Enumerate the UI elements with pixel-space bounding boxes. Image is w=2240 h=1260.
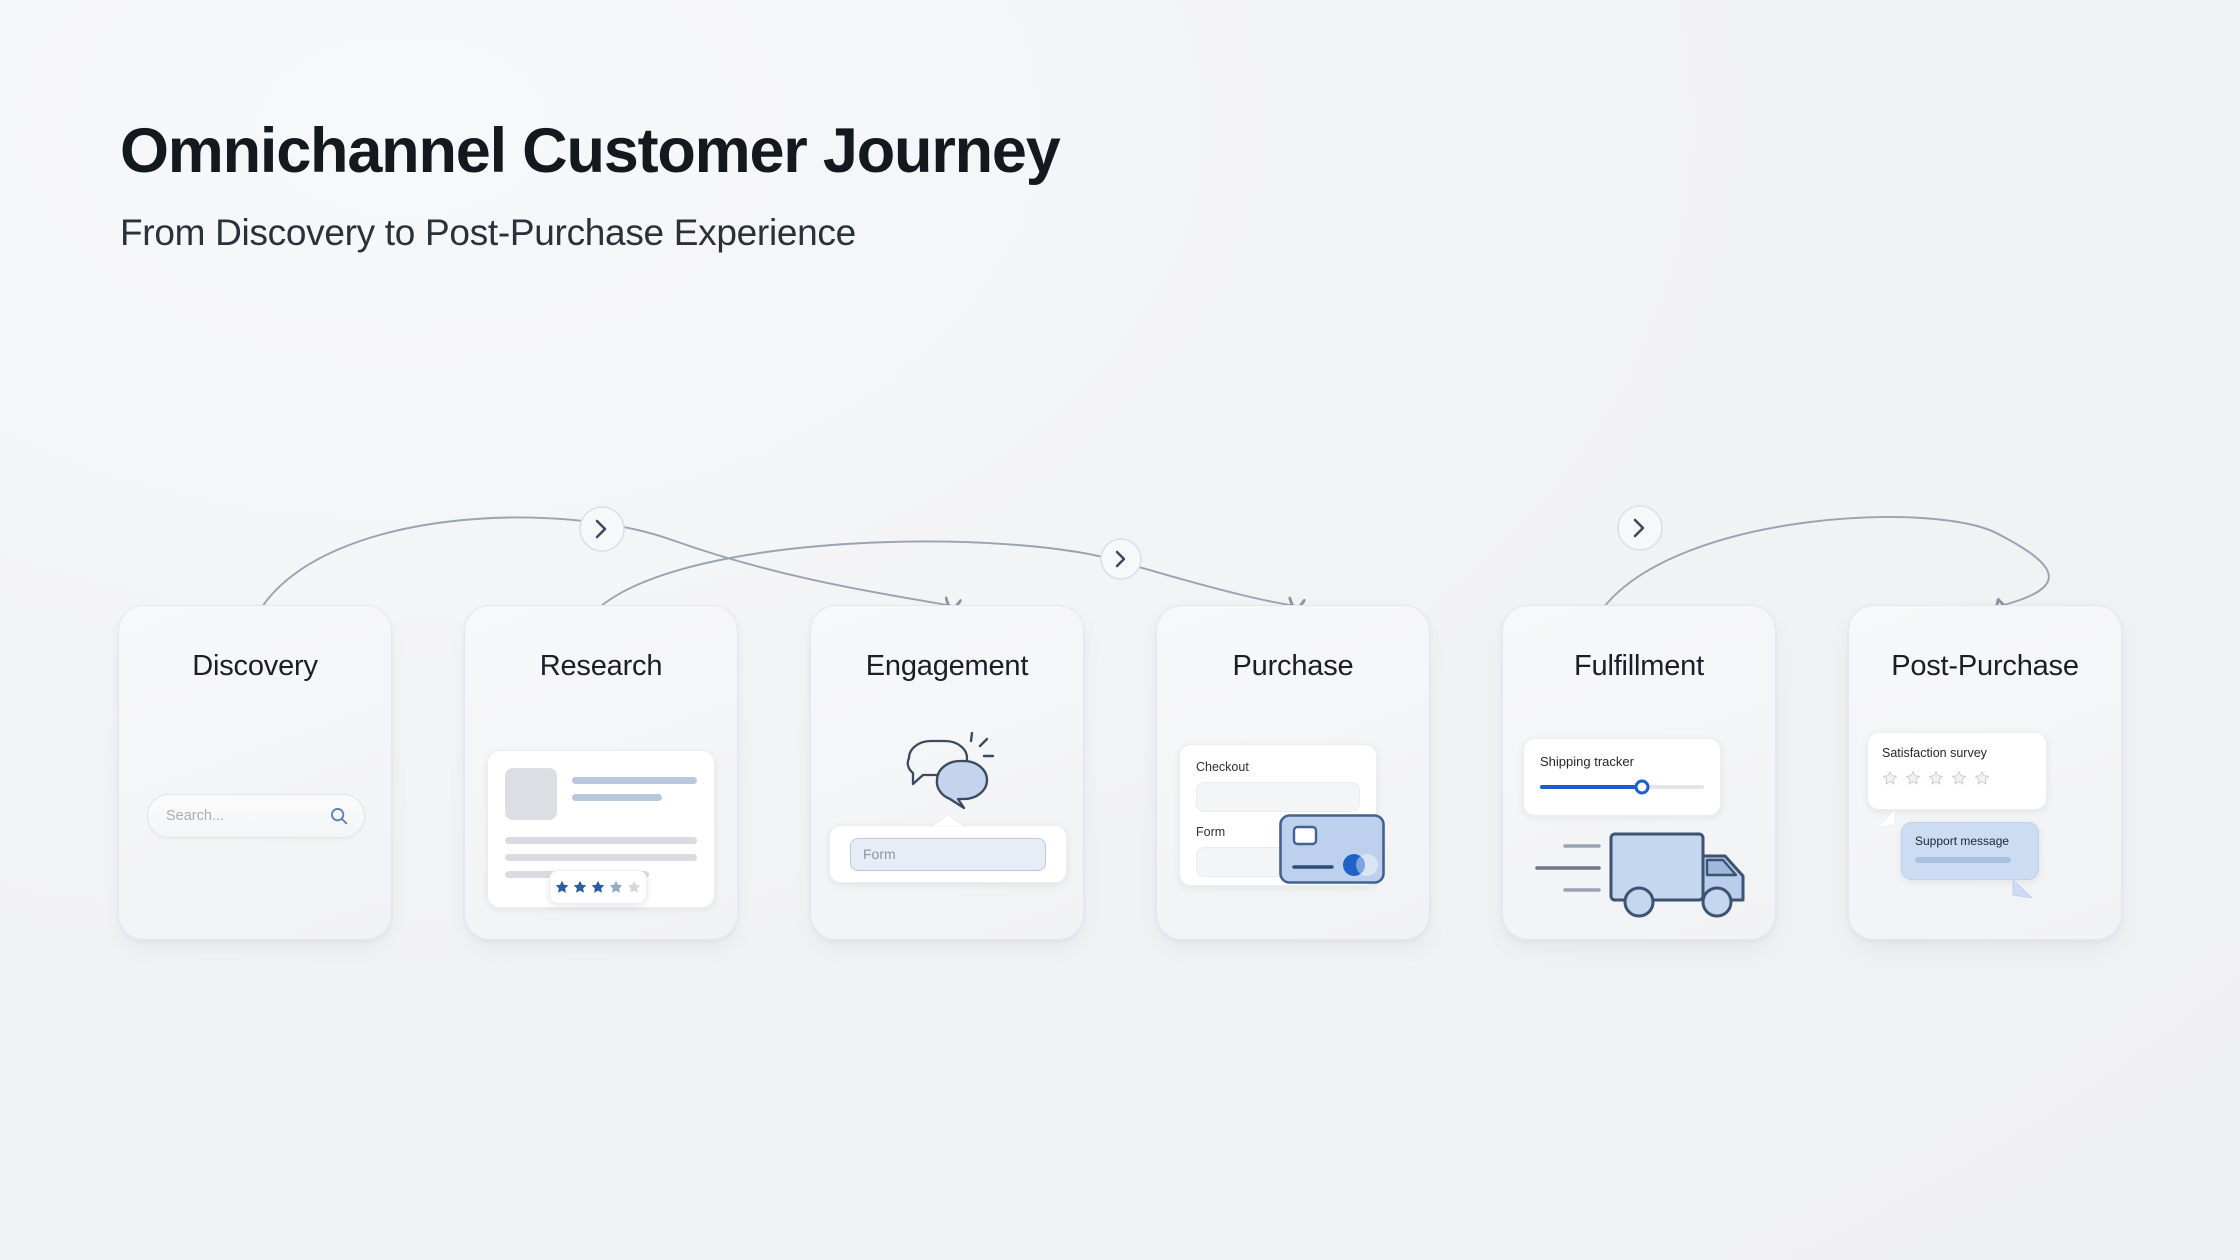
article-header-lines (572, 768, 697, 820)
star-icon (573, 880, 587, 893)
chat-bubbles-icon (906, 732, 995, 810)
stage-content: Satisfaction survey Support message (1849, 702, 2121, 939)
stage-title: Research (539, 650, 663, 682)
star-icon[interactable] (1928, 770, 1944, 786)
form-popover: Form (829, 815, 1067, 883)
chevron-right-icon (595, 519, 607, 539)
star-icon (609, 880, 623, 893)
rating-badge[interactable] (549, 870, 647, 904)
stage-card-engagement[interactable]: Engagement Form (810, 605, 1084, 940)
progress-slider[interactable] (1540, 779, 1704, 795)
star-icon[interactable] (1974, 770, 1990, 786)
form-field-label: Form (863, 846, 896, 862)
journey-stage-row: Discovery Search... Research (118, 605, 2122, 940)
stage-title: Discovery (192, 650, 318, 682)
star-icon (591, 880, 605, 893)
credit-card-icon (1279, 814, 1385, 884)
support-text-line (1915, 857, 2011, 863)
connector-1b (671, 539, 952, 606)
stage-title: Engagement (865, 650, 1029, 682)
star-icon (555, 880, 569, 893)
chevron-right-icon (1633, 518, 1645, 538)
stage-content: Checkout Form (1157, 702, 1429, 939)
satisfaction-survey-bubble: Satisfaction survey (1867, 732, 2047, 828)
stage-card-discovery[interactable]: Discovery Search... (118, 605, 392, 940)
survey-label: Satisfaction survey (1882, 746, 1987, 760)
star-icon (627, 880, 641, 893)
checkout-input[interactable] (1196, 782, 1360, 812)
connector-badge-3 (1617, 505, 1663, 551)
header: Omnichannel Customer Journey From Discov… (120, 116, 1061, 254)
support-message-bubble: Support message (1901, 822, 2039, 898)
stage-content (465, 702, 737, 939)
image-placeholder (505, 768, 557, 820)
checkout-label: Checkout (1196, 760, 1249, 774)
connector-2b (1121, 561, 1296, 606)
stage-content: Search... (119, 702, 391, 939)
progress-fill (1540, 785, 1642, 789)
page-title: Omnichannel Customer Journey (120, 116, 1061, 186)
stage-content: Shipping tracker (1503, 702, 1775, 939)
stage-title: Post-Purchase (1891, 650, 2079, 682)
stage-title: Purchase (1232, 650, 1354, 682)
connector-3b (2000, 534, 2050, 606)
form-label: Form (1196, 825, 1226, 839)
stage-card-research[interactable]: Research (464, 605, 738, 940)
search-placeholder: Search... (166, 808, 225, 824)
search-input[interactable]: Search... (147, 794, 365, 838)
search-icon (331, 808, 348, 825)
survey-star-row[interactable] (1882, 770, 2032, 786)
stage-content: Form (811, 702, 1083, 939)
star-icon[interactable] (1951, 770, 1967, 786)
bubble-tail-icon (2012, 880, 2032, 898)
connector-3 (1603, 516, 2001, 608)
article-top (505, 768, 697, 820)
star-icon[interactable] (1882, 770, 1898, 786)
stage-title: Fulfillment (1574, 650, 1704, 682)
page-subtitle: From Discovery to Post-Purchase Experien… (120, 212, 856, 254)
connector-badge-1 (579, 506, 625, 552)
stage-card-fulfillment[interactable]: Fulfillment Shipping tracker (1502, 605, 1776, 940)
connector-2 (599, 540, 1123, 608)
support-label: Support message (1915, 834, 2010, 848)
stage-card-post-purchase[interactable]: Post-Purchase Satisfaction survey (1848, 605, 2122, 940)
popover-notch-icon (931, 815, 965, 827)
tracker-label: Shipping tracker (1540, 754, 1634, 769)
delivery-truck-icon (1535, 832, 1745, 918)
progress-knob (1634, 779, 1650, 795)
connector-badge-2 (1100, 538, 1142, 580)
stage-card-purchase[interactable]: Purchase Checkout Form (1156, 605, 1430, 940)
form-field[interactable]: Form (850, 837, 1046, 871)
chevron-right-icon (1115, 550, 1126, 568)
bubble-tail-icon (1876, 810, 1896, 828)
connector-1 (261, 516, 673, 608)
shipping-tracker: Shipping tracker (1523, 738, 1721, 816)
star-icon[interactable] (1905, 770, 1921, 786)
